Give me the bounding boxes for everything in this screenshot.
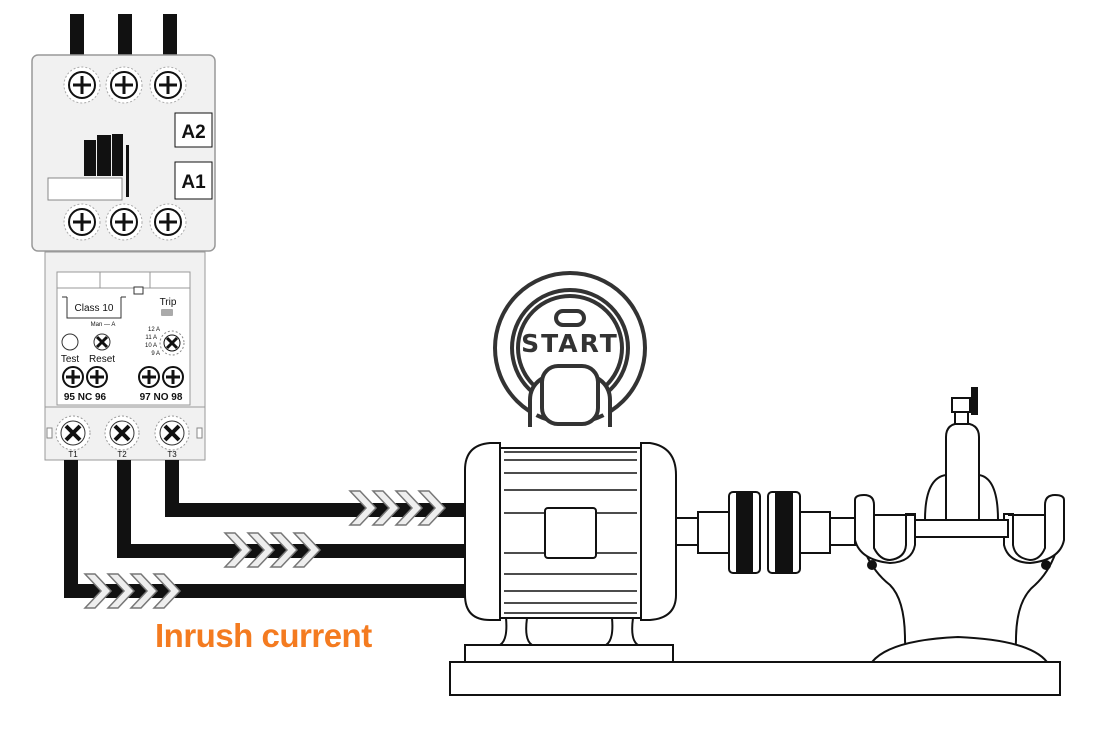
centrifugal-pump — [854, 387, 1065, 663]
mode-label: Man — A — [91, 322, 116, 328]
reset-label: Reset — [89, 354, 115, 365]
screw-terminal-icon — [105, 203, 143, 241]
chevron-arrow-icon — [417, 490, 447, 526]
contactor-bottom-terminals — [63, 203, 187, 241]
chevron-arrow-icon — [106, 573, 136, 609]
screw-terminal-icon — [63, 66, 101, 104]
chevron-arrow-icon — [223, 532, 253, 568]
inrush-current-label: Inrush current — [155, 617, 372, 654]
overload-relay: Class 10 Trip Man — A 12 A 11 A 10 A 9 A… — [44, 251, 206, 461]
supply-wires — [70, 14, 177, 56]
inrush-arrows — [83, 490, 447, 609]
wire-t3 — [165, 460, 466, 517]
coil-a2-label: A2 — [181, 122, 205, 143]
chevron-arrow-icon — [246, 532, 276, 568]
t1-label: T1 — [68, 450, 78, 459]
contactor-top-terminals — [63, 66, 187, 104]
contactor: A2 A1 — [31, 54, 216, 252]
electric-motor — [464, 442, 677, 663]
motor-wires — [64, 460, 466, 598]
setting-9a: 9 A — [151, 351, 160, 357]
coil-a2-box — [174, 112, 213, 148]
setting-10a: 10 A — [145, 343, 157, 349]
trip-class-label: Class 10 — [75, 303, 114, 314]
coil-a1-label: A1 — [181, 172, 206, 193]
no-contacts-label: 97 NO 98 — [140, 392, 183, 403]
reset-button[interactable] — [93, 333, 111, 351]
current-settings: 12 A 11 A 10 A 9 A — [145, 327, 160, 357]
terminal-t2 — [104, 415, 140, 451]
start-button-label[interactable]: START — [521, 329, 619, 358]
chevron-arrow-icon — [292, 532, 322, 568]
contactor-indicator — [47, 134, 129, 201]
setting-11a: 11 A — [145, 335, 157, 341]
base-plate — [449, 661, 1061, 696]
chevron-arrow-icon — [83, 573, 113, 609]
terminal-t1 — [55, 415, 91, 451]
screw-terminal-icon — [105, 66, 143, 104]
start-button[interactable] — [493, 271, 647, 427]
coil-a1-box — [174, 161, 213, 200]
trip-indicator — [161, 309, 173, 316]
test-button[interactable] — [61, 333, 79, 351]
chevron-arrow-icon — [394, 490, 424, 526]
screw-terminal-icon — [63, 203, 101, 241]
t3-label: T3 — [167, 450, 177, 459]
aux-contact-screws — [62, 366, 184, 388]
nc-contacts-label: 95 NC 96 — [64, 392, 107, 403]
wire-t2 — [117, 460, 466, 558]
wire-t1 — [64, 460, 466, 598]
chevron-arrow-icon — [269, 532, 299, 568]
output-terminals — [55, 415, 190, 451]
screw-terminal-icon — [149, 203, 187, 241]
current-adjust-dial[interactable] — [159, 330, 185, 356]
trip-label: Trip — [160, 297, 177, 308]
chevron-arrow-icon — [348, 490, 378, 526]
shaft-coupling — [675, 491, 856, 574]
terminal-t3 — [154, 415, 190, 451]
setting-12a: 12 A — [148, 327, 160, 333]
chevron-arrow-icon — [129, 573, 159, 609]
test-label: Test — [61, 354, 80, 365]
screw-terminal-icon — [149, 66, 187, 104]
t2-label: T2 — [117, 450, 127, 459]
chevron-arrow-icon — [371, 490, 401, 526]
chevron-arrow-icon — [152, 573, 182, 609]
